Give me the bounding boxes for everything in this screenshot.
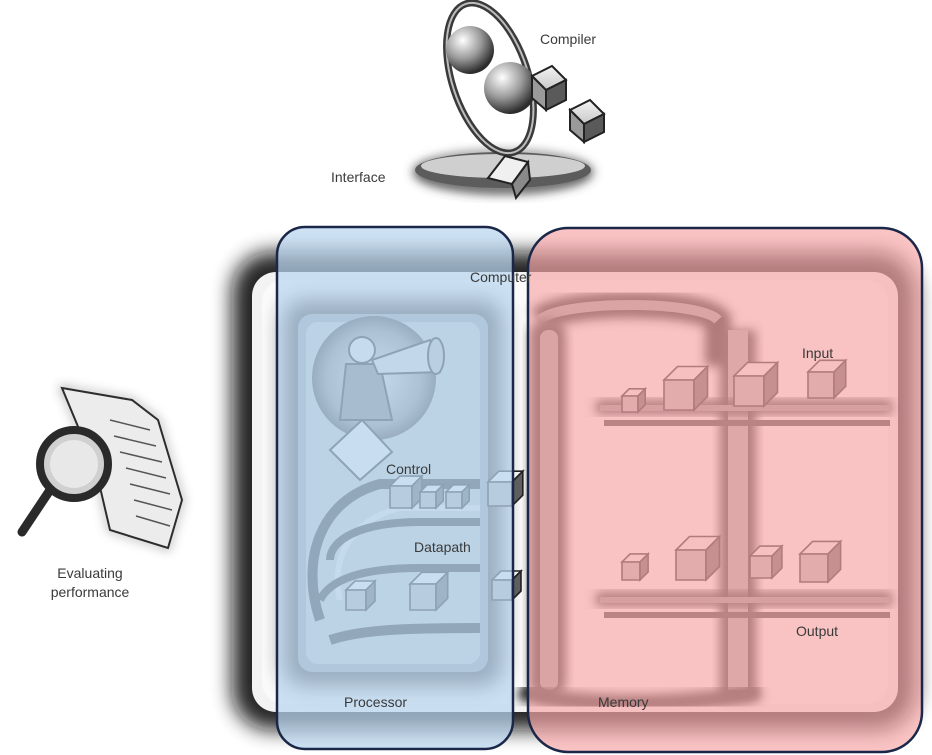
datapath-label: Datapath <box>414 539 471 555</box>
magnifier-document-icon <box>22 388 182 548</box>
evaluating-label-line2: performance <box>51 584 130 600</box>
input-label: Input <box>802 345 833 361</box>
processor-highlight <box>277 227 513 749</box>
control-label: Control <box>386 461 431 477</box>
evaluating-label-line1: Evaluating <box>57 565 122 581</box>
memory-label: Memory <box>598 694 649 710</box>
output-label: Output <box>796 623 838 639</box>
compiler-interface-illustration: Compiler Interface <box>331 0 604 198</box>
interface-label: Interface <box>331 169 386 185</box>
compiler-label: Compiler <box>540 31 596 47</box>
processor-label: Processor <box>344 694 407 710</box>
computer-label: Computer <box>470 269 532 285</box>
memory-highlight <box>528 228 922 752</box>
evaluating-performance-illustration: Evaluating performance <box>22 388 182 600</box>
gyroscope-icon <box>413 0 604 198</box>
